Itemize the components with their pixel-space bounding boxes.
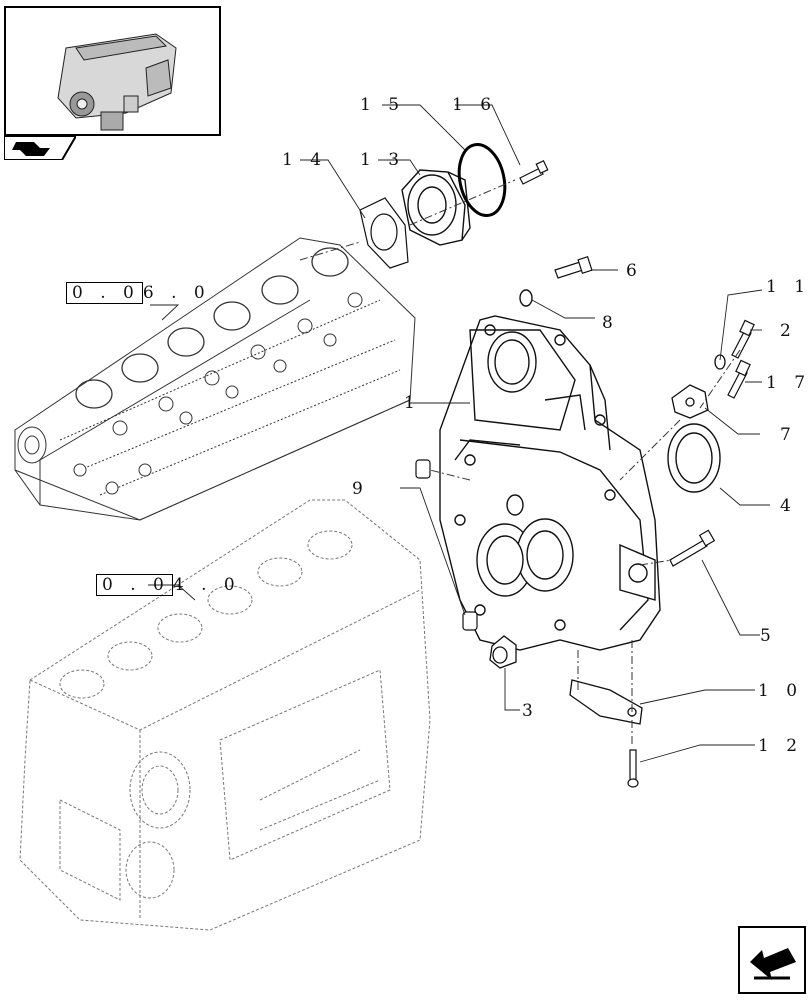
part-14-gasket <box>359 197 409 269</box>
part-3-plug <box>489 635 517 669</box>
callout-16: 1 6 <box>452 95 497 115</box>
part-4-seal <box>667 423 721 493</box>
reference-suffix: 4 . 0 <box>172 575 241 595</box>
part-17-bolt <box>727 359 751 399</box>
part-10-plate <box>569 679 643 725</box>
callout-14: 1 4 <box>282 150 327 170</box>
next-page-arrow-icon[interactable] <box>738 926 806 994</box>
callout-5: 5 <box>760 626 777 646</box>
callout-8: 8 <box>602 313 619 333</box>
part-12-screw <box>627 749 639 788</box>
leader-lines <box>148 104 770 763</box>
previous-section-icon[interactable] <box>3 135 78 161</box>
part-2-bolt <box>731 319 755 359</box>
callout-9: 9 <box>352 479 369 499</box>
callout-10: 1 0 <box>758 681 803 701</box>
callout-1: 1 <box>404 393 421 413</box>
callout-15: 1 5 <box>360 95 405 115</box>
reference-box: 0 . 0 <box>96 574 173 596</box>
cylinder-head-drawing <box>14 237 416 521</box>
callout-17: 1 7 <box>766 373 811 393</box>
callout-3: 3 <box>522 701 539 721</box>
part-6-bolt <box>554 256 593 279</box>
reference-suffix: 6 . 0 <box>142 283 211 303</box>
engine-thumbnail-icon[interactable] <box>4 6 221 136</box>
timing-cover-drawing <box>439 315 661 651</box>
part-15-o-ring <box>457 142 507 218</box>
cylinder-block-drawing <box>19 499 431 931</box>
callout-13: 1 3 <box>360 150 405 170</box>
part-8-washer <box>519 289 533 307</box>
part-7-bracket <box>671 384 709 419</box>
callout-6: 6 <box>626 261 643 281</box>
callout-11: 1 1 <box>766 277 811 297</box>
part-5-bolt <box>669 529 716 567</box>
part-16-screw <box>519 159 549 185</box>
assembly-axis-lines <box>299 179 741 745</box>
callout-7: 7 <box>780 425 797 445</box>
callout-12: 1 2 <box>758 736 803 756</box>
part-9-dowel <box>415 459 478 631</box>
callout-2: 2 <box>780 321 797 341</box>
part-11-washer <box>714 354 726 370</box>
callout-4: 4 <box>780 496 797 516</box>
reference-box: 0 . 0 <box>66 282 143 304</box>
